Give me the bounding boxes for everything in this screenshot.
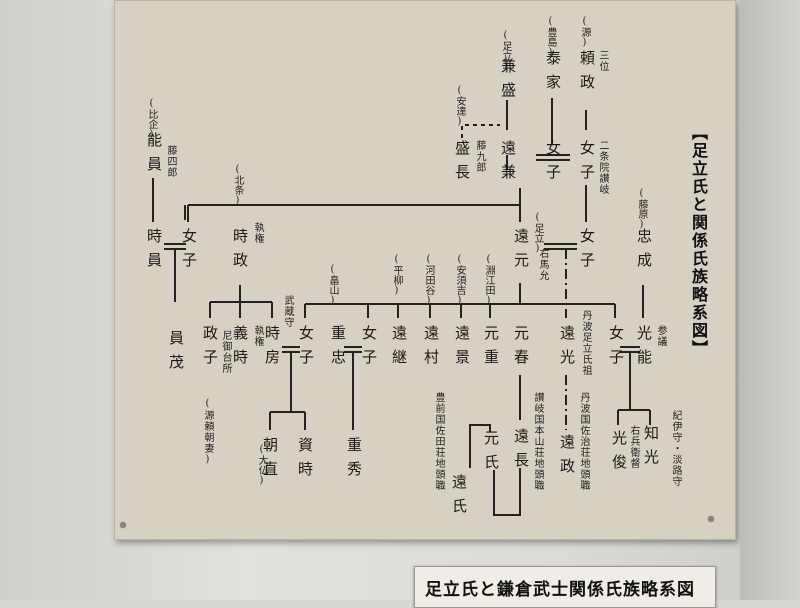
person-name: 泰家 [544,50,562,98]
pin-icon [708,516,714,522]
person-name: 時政 [231,228,249,276]
person-note: 紀伊守・淡路守 [670,410,681,487]
clan-label: (豊島) [545,16,556,58]
clan-label: (大仏) [256,444,267,486]
person-name: 遠氏 [450,474,468,522]
person-note: 藤四郎 [165,145,176,178]
person-name: 遠景 [453,325,471,373]
clan-label: (淵江田) [483,254,494,306]
person-name: 元氏 [482,430,500,478]
person-note: 執権 [252,222,263,244]
person-name: 兼盛 [499,58,517,106]
person-note: 三位 [597,50,608,72]
clan-label: (平柳) [391,254,402,296]
person-name: 遠兼 [499,140,517,188]
person-name: 遠継 [390,325,408,373]
genealogy-board [114,0,736,540]
person-name: 遠元 [512,228,530,276]
person-name: 光俊 [610,430,628,478]
person-name: 遠村 [422,325,440,373]
clan-label: (比企) [146,98,157,140]
person-name: 女子 [607,325,625,373]
person-name: 元春 [512,325,530,373]
person-name: 員茂 [167,330,185,378]
clan-label: (足立) [500,30,511,72]
clan-label: (河田谷) [423,254,434,306]
person-name: 女子 [544,140,562,188]
person-note: 右兵衛督 [628,425,639,469]
clan-label: (安達) [454,85,465,127]
person-name: 元重 [482,325,500,373]
person-note: 讃岐国本山荘地頭職 [532,392,543,491]
person-name: 義時 [231,325,249,373]
person-note: 二条院讃岐 [597,140,608,195]
person-name: 光能 [635,325,653,373]
person-note: 豊前国佐田荘地頭職 [433,392,444,491]
person-name: 遠光 [558,325,576,373]
plate-caption: 足立氏と鎌倉武士関係氏族略系図 [425,580,695,600]
person-name: 遠長 [512,428,530,476]
person-note: 丹波足立氏祖 [580,310,591,376]
person-note: 尼御台所 [220,330,231,374]
person-name: 忠成 [635,228,653,276]
clan-label: (安須吉) [454,254,465,306]
person-name: 政子 [201,325,219,373]
person-note: 藤九郎 [474,140,485,173]
person-name: 遠政 [558,434,576,482]
person-name: 女子 [360,325,378,373]
person-name: 女子 [297,325,315,373]
person-name: 重秀 [345,437,363,485]
clan-label: (北条) [232,164,243,206]
clan-label: (源) [579,16,590,48]
person-name: 女子 [180,228,198,276]
person-name: 資時 [296,437,314,485]
person-name: 女子 [578,228,596,276]
person-note: 参議 [655,325,666,347]
person-name: 知光 [642,425,660,473]
name-plate: 足立氏と鎌倉武士関係氏族略系図 [414,566,716,608]
person-note: 丹波国佐治荘地頭職 [578,392,589,491]
person-name: 能員 [145,132,163,180]
person-name: 重忠 [329,325,347,373]
clan-label: (足立) [532,212,543,254]
pin-icon [120,522,126,528]
person-name: 時員 [145,228,163,276]
clan-label: (畠山) [327,264,338,306]
side-plaque [740,0,800,600]
person-note: 右馬允 [537,248,548,281]
person-name: 時房 [263,325,281,373]
person-note: 執権 [252,325,263,347]
person-name: 朝直 [261,437,279,485]
person-name: 盛長 [453,140,471,188]
clan-label: (藤原) [636,188,647,230]
person-name: 女子 [578,140,596,188]
chart-title: 【足立氏と関係氏族略系図】 [689,124,708,358]
annotation: (源頼朝妻) [202,398,213,466]
person-name: 頼政 [578,50,596,98]
person-note: 武蔵守 [282,295,293,328]
